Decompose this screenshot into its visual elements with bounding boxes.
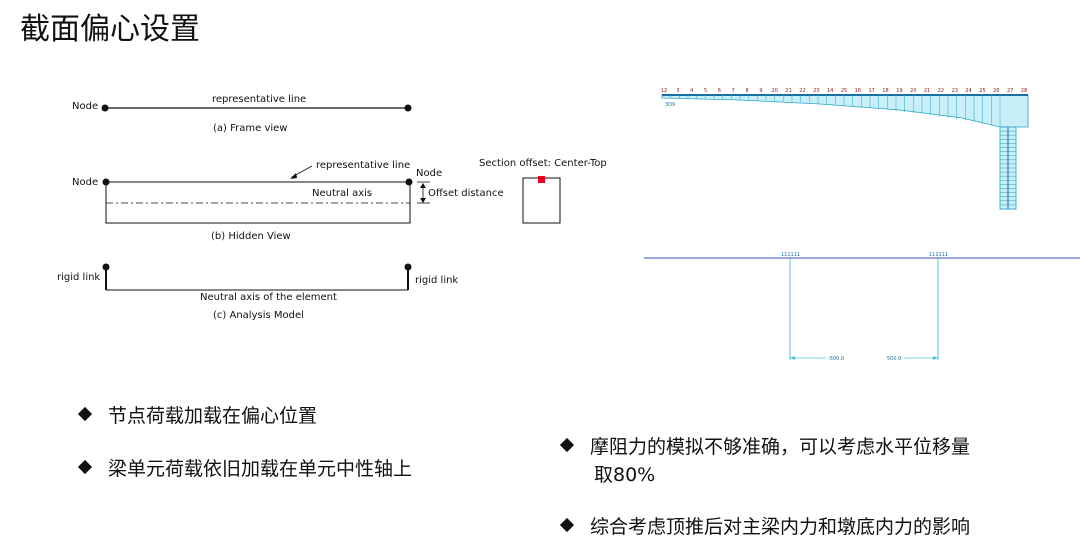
girder-node-label: 17 — [869, 88, 875, 94]
girder-node-label: 5 — [704, 88, 707, 94]
dim-arrow-left — [790, 356, 795, 360]
node-dot-c-left — [102, 263, 110, 271]
bullet-text: 综合考虑顶推后对主梁内力和墩底内力的影响 — [590, 516, 971, 538]
diagram-a-line-label: representative line — [212, 94, 307, 105]
diagram-b-node-right: Node — [416, 168, 443, 179]
node-dot-a-right — [404, 104, 412, 112]
diagram-c-caption: (c) Analysis Model — [213, 310, 304, 321]
section-offset-marker — [538, 176, 545, 183]
node-dot-c-right — [404, 263, 412, 271]
girder-small-label: 3D9 — [665, 102, 675, 108]
dim-arrow-right — [933, 356, 938, 360]
offset-arrow-top — [420, 183, 426, 188]
hidden-section-rect — [105, 181, 411, 224]
girder-node-label: 22 — [799, 88, 805, 94]
girder-node-label: 6 — [718, 88, 721, 94]
bullet-left-1: 节点荷载加载在偏心位置 — [77, 403, 318, 429]
diamond-bullet-icon — [559, 517, 575, 533]
diagram-b-neutral-label: Neutral axis — [312, 188, 373, 199]
girder-node-label: 26 — [993, 88, 999, 94]
bullet-right-1-continuation: 取80% — [594, 464, 656, 486]
girder-node-label: 23 — [952, 88, 958, 94]
diagram-b-line-label: representative line — [316, 160, 411, 171]
page-title: 截面偏心设置 — [20, 12, 200, 47]
diagram-c-link-left: rigid link — [57, 272, 101, 283]
diagram-a-caption: (a) Frame view — [213, 123, 288, 134]
node-dot-a-left — [101, 104, 109, 112]
girder-node-label: 16 — [855, 88, 861, 94]
dim-label-left: -500.0 — [828, 356, 844, 362]
diamond-bullet-icon — [77, 459, 93, 475]
bullet-text: 摩阻力的模拟不够准确，可以考虑水平位移量 — [590, 436, 971, 458]
bullet-text: 梁单元荷载依旧加载在单元中性轴上 — [108, 458, 413, 480]
leader-arrow-head — [290, 173, 297, 179]
girder-node-ticks — [661, 95, 1001, 127]
diagram-a-node-label: Node — [72, 101, 99, 112]
bullet-right-2: 综合考虑顶推后对主梁内力和墩底内力的影响 — [559, 514, 971, 540]
diagram-b-node-left: Node — [72, 177, 99, 188]
diagram-b-caption: (b) Hidden View — [211, 231, 291, 242]
diagram-c-neutral-label: Neutral axis of the element — [200, 292, 337, 303]
girder-node-label: 20 — [910, 88, 916, 94]
section-offset-label: Section offset: Center-Top — [479, 158, 607, 169]
diamond-bullet-icon — [559, 437, 575, 453]
pier-left-top-label: 111111 — [781, 252, 800, 258]
girder-profile — [661, 94, 1029, 128]
girder-node-labels: 12 3 4 5 6 7 8 9 20 21 22 23 14 25 16 17 18 19 20 21 22 23 24 2… — [661, 88, 1027, 94]
node-dot-b-left — [102, 178, 110, 186]
offset-arrow-bottom — [420, 198, 426, 203]
girder-node-label: 24 — [965, 88, 971, 94]
girder-node-label: 23 — [813, 88, 819, 94]
girder-node-label: 14 — [827, 88, 833, 94]
diamond-bullet-icon — [77, 406, 93, 422]
girder-node-label: 20 — [772, 88, 778, 94]
bullet-left-2: 梁单元荷载依旧加载在单元中性轴上 — [77, 456, 413, 482]
pier-right-top-label: 111111 — [929, 252, 948, 258]
girder-node-label: 22 — [938, 88, 944, 94]
girder-node-label: 9 — [759, 88, 762, 94]
girder-node-label: 4 — [690, 88, 693, 94]
girder-node-label: 19 — [896, 88, 902, 94]
girder-node-label: 8 — [745, 88, 748, 94]
diagram-b-offset-label: Offset distance — [428, 188, 504, 199]
girder-node-label: 3 — [676, 88, 679, 94]
girder-node-label: 25 — [979, 88, 985, 94]
girder-node-label: 7 — [732, 88, 735, 94]
diagram-c-link-right: rigid link — [415, 275, 459, 286]
bullet-text: 节点荷载加载在偏心位置 — [108, 405, 318, 427]
bullet-right-1: 摩阻力的模拟不够准确，可以考虑水平位移量 — [559, 434, 971, 460]
girder-node-label: 27 — [1007, 88, 1013, 94]
girder-node-label: 28 — [1021, 88, 1027, 94]
node-dot-b-right — [405, 178, 413, 186]
girder-node-label: 21 — [924, 88, 930, 94]
dim-label-right: 500.0 — [887, 356, 901, 362]
girder-node-label: 12 — [661, 88, 667, 94]
pier-node-ticks — [1000, 126, 1016, 210]
girder-node-label: 21 — [785, 88, 791, 94]
girder-node-label: 25 — [841, 88, 847, 94]
girder-node-label: 18 — [882, 88, 888, 94]
